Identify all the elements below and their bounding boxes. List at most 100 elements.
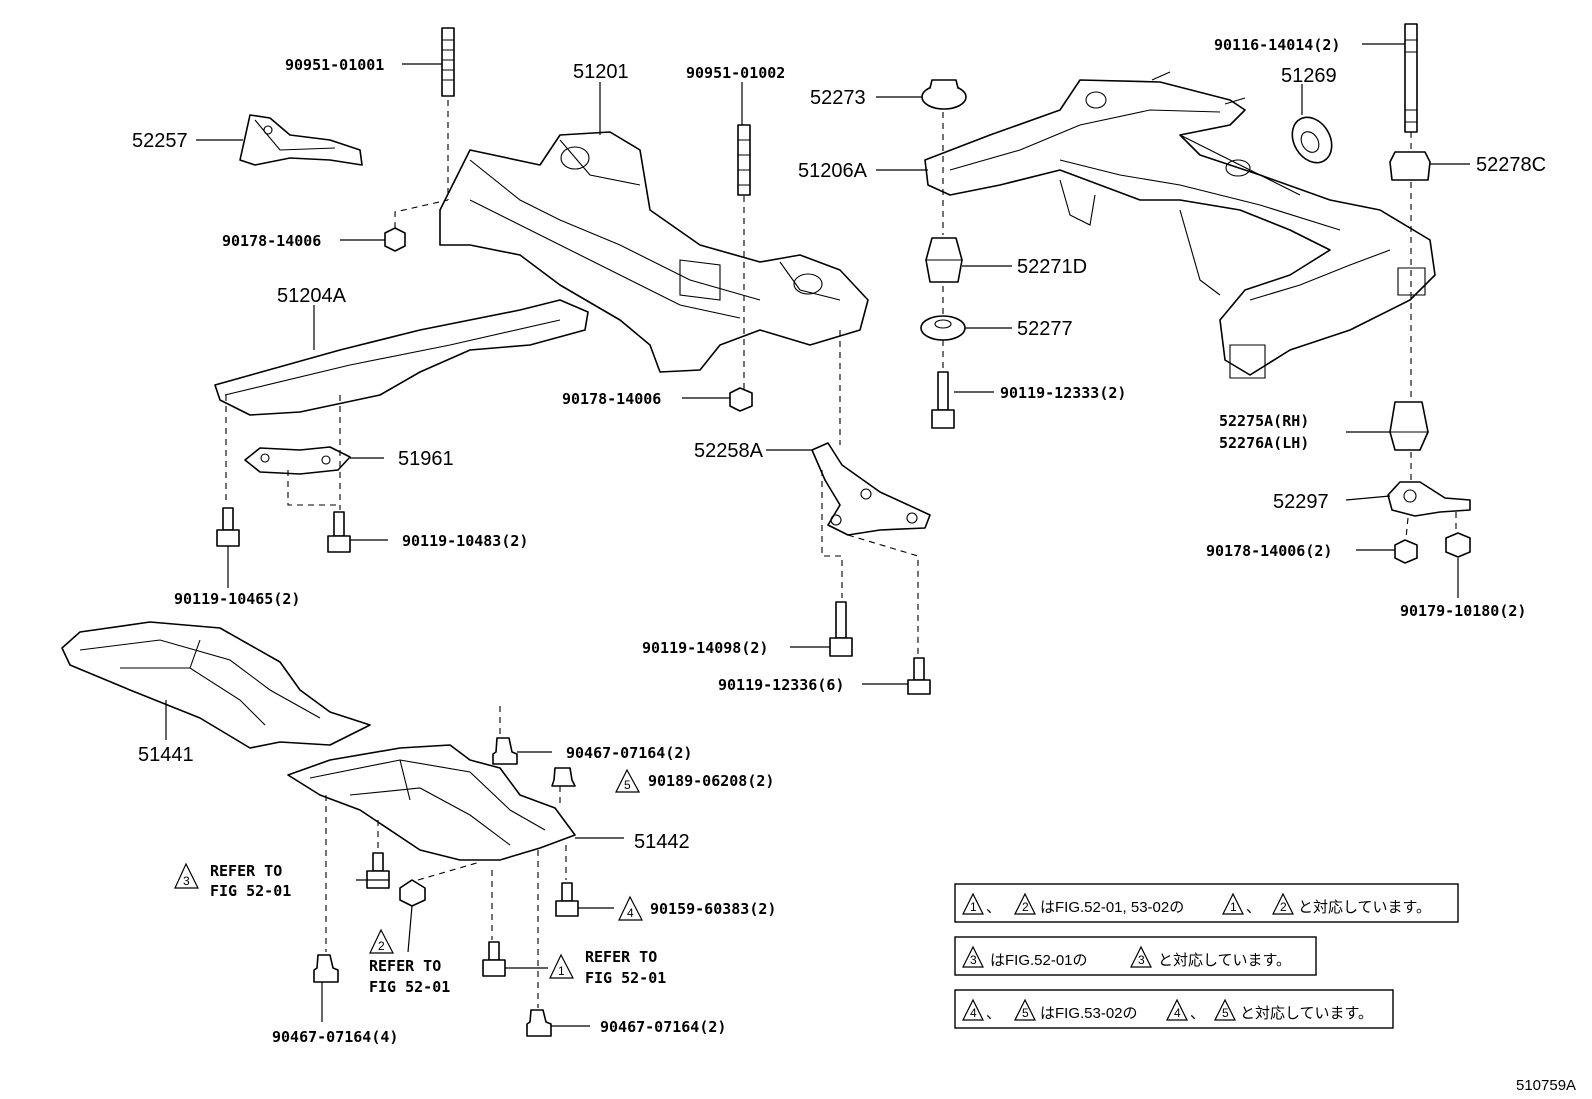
plate-51961[interactable]: [244, 446, 351, 475]
clip-90467-07164-c[interactable]: [526, 1009, 552, 1037]
label-90119-12333[interactable]: 90119-12333(2): [1000, 384, 1126, 402]
label-51201[interactable]: 51201: [573, 61, 629, 83]
ref-callout-3: 3 REFER TO FIG 52-01: [174, 862, 291, 900]
nut-90178-14006-a[interactable]: [384, 227, 406, 252]
label-52297[interactable]: 52297: [1273, 491, 1329, 513]
cushion-52271D[interactable]: [925, 237, 963, 283]
label-51961[interactable]: 51961: [398, 448, 454, 470]
label-90119-14098[interactable]: 90119-14098(2): [642, 639, 768, 657]
stopper-52297[interactable]: [1387, 481, 1471, 517]
ref-callout-4: 4: [618, 895, 643, 921]
label-51441[interactable]: 51441: [138, 744, 194, 766]
svg-text:と対応しています。: と対応しています。: [1240, 1005, 1373, 1022]
bolt-90119-14098[interactable]: [835, 601, 847, 639]
nut-90178-14006-c[interactable]: [1394, 539, 1418, 564]
label-90159-60383[interactable]: 90159-60383(2): [650, 900, 776, 918]
label-90178-14006-a[interactable]: 90178-14006: [222, 232, 321, 250]
triangle-5-icon: [615, 768, 641, 793]
label-90119-10465[interactable]: 90119-10465(2): [174, 590, 300, 608]
front-crossmember-51201[interactable]: [439, 131, 869, 373]
label-51269[interactable]: 51269: [1281, 65, 1337, 87]
nut-90179-10180[interactable]: [1445, 532, 1471, 558]
label-52277[interactable]: 52277: [1017, 318, 1073, 340]
svg-text:、: 、: [1190, 1005, 1205, 1022]
note-box-1: 1 、 2 はFIG.52-01, 53-02の 1 、 2 と対応しています。: [954, 883, 1459, 923]
bushing-51269[interactable]: [1284, 110, 1339, 170]
svg-text:、: 、: [986, 899, 1001, 916]
svg-text:、: 、: [986, 1005, 1001, 1022]
label-52278C[interactable]: 52278C: [1476, 154, 1546, 176]
triangle-1-icon: [549, 953, 574, 979]
label-52276A[interactable]: 52276A(LH): [1219, 434, 1309, 452]
cover-51441[interactable]: [61, 621, 371, 749]
note-box-3: 4 、 5 はFIG.53-02の 4 、 5 と対応しています。: [954, 989, 1394, 1029]
bolt-90159-60383[interactable]: [561, 882, 573, 902]
bolt-ref-3[interactable]: [372, 852, 384, 872]
rear-suspension-member-51206A[interactable]: [924, 71, 1436, 379]
note-box-2: 3 はFIG.52-01の 3 と対応しています。: [954, 936, 1317, 976]
refer-to-label: REFER TO: [369, 957, 441, 975]
nut-ref-2[interactable]: [399, 879, 426, 907]
label-90951-01001[interactable]: 90951-01001: [285, 56, 384, 74]
nut-90178-14006-b[interactable]: [729, 387, 753, 412]
label-90119-12336[interactable]: 90119-12336(6): [718, 676, 844, 694]
cushion-52278C[interactable]: [1389, 151, 1431, 181]
cushion-52277[interactable]: [920, 315, 966, 341]
label-51442[interactable]: 51442: [634, 831, 690, 853]
svg-text:と対応しています。: と対応しています。: [1298, 899, 1431, 916]
svg-text:3: 3: [183, 874, 190, 888]
bolt-90119-12336[interactable]: [913, 657, 925, 681]
label-90467-07164-a[interactable]: 90467-07164(2): [566, 744, 692, 762]
fig-ref-label: FIG 52-01: [585, 969, 666, 987]
fasteners: [216, 23, 1471, 1037]
label-90467-07164-b[interactable]: 90467-07164(4): [272, 1028, 398, 1046]
note-3-text: はFIG.53-02の: [1040, 1005, 1138, 1022]
svg-text:5: 5: [1222, 1006, 1229, 1020]
part-labels: 90951-01001 51201 90951-01002 52257 9017…: [132, 36, 1546, 1046]
label-52271D[interactable]: 52271D: [1017, 256, 1087, 278]
clip-90467-07164-a[interactable]: [492, 737, 518, 765]
label-90951-01002[interactable]: 90951-01002: [686, 64, 785, 82]
label-52257[interactable]: 52257: [132, 130, 188, 152]
label-90178-14006-c[interactable]: 90178-14006(2): [1206, 542, 1332, 560]
bracket-52258A[interactable]: [811, 442, 931, 536]
clip-90467-07164-b[interactable]: [313, 954, 339, 983]
label-51206A[interactable]: 51206A: [798, 160, 868, 182]
label-90467-07164-c[interactable]: 90467-07164(2): [600, 1018, 726, 1036]
svg-text:4: 4: [970, 1006, 977, 1020]
cushion-52275A[interactable]: [1389, 401, 1429, 451]
svg-text:4: 4: [1174, 1006, 1181, 1020]
triangle-3-icon: [174, 862, 199, 889]
ref-callout-1: 1 REFER TO FIG 52-01: [549, 948, 666, 987]
label-51204A[interactable]: 51204A: [277, 285, 347, 307]
refer-to-label: REFER TO: [210, 862, 282, 880]
stud-90951-01002[interactable]: [737, 124, 751, 196]
triangle-4-icon: [618, 895, 643, 921]
label-90189-06208[interactable]: 90189-06208(2): [648, 772, 774, 790]
assembly-lines: [225, 100, 1457, 1008]
bracket-52257[interactable]: [239, 114, 363, 166]
label-52258A[interactable]: 52258A: [694, 440, 764, 462]
note-1-text: はFIG.52-01, 53-02の: [1040, 899, 1184, 916]
brace-51204A[interactable]: [214, 299, 589, 416]
label-90119-10483[interactable]: 90119-10483(2): [402, 532, 528, 550]
ref-callout-5: 5: [615, 768, 641, 793]
bolt-90119-12333[interactable]: [937, 371, 949, 411]
bolt-90119-10465[interactable]: [222, 507, 234, 531]
label-90116-14014[interactable]: 90116-14014(2): [1214, 36, 1340, 54]
label-90178-14006-b[interactable]: 90178-14006: [562, 390, 661, 408]
label-90179-10180[interactable]: 90179-10180(2): [1400, 602, 1526, 620]
bolt-ref-1[interactable]: [488, 941, 500, 961]
nut-90189-06208[interactable]: [551, 767, 576, 787]
label-52273[interactable]: 52273: [810, 87, 866, 109]
bolt-90119-10483[interactable]: [333, 511, 345, 537]
svg-text:2: 2: [1280, 900, 1287, 914]
stud-90951-01001[interactable]: [441, 27, 455, 97]
cushion-52273[interactable]: [921, 79, 967, 110]
label-52275A[interactable]: 52275A(RH): [1219, 412, 1309, 430]
svg-text:5: 5: [624, 778, 631, 792]
svg-text:4: 4: [627, 906, 634, 920]
fig-ref-label: FIG 52-01: [210, 882, 291, 900]
cover-51442[interactable]: [287, 744, 576, 861]
